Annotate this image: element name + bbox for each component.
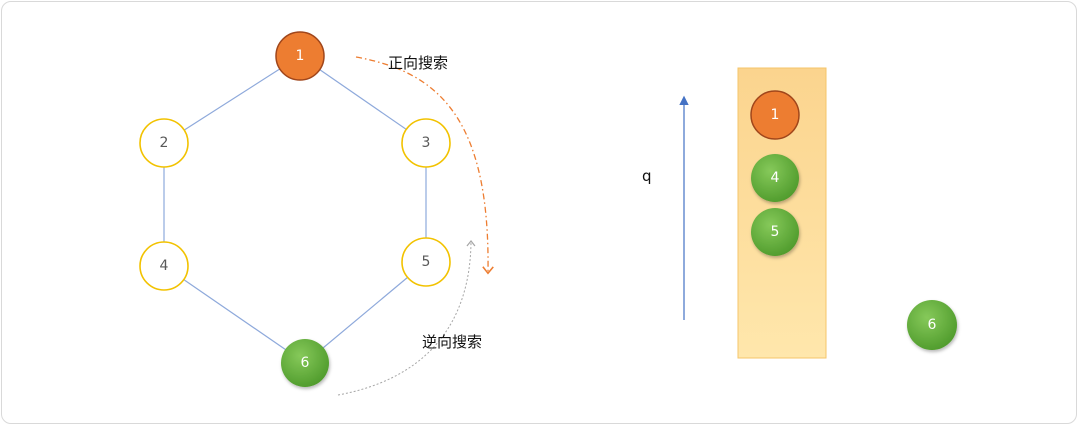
queue-item-5-label: 5 bbox=[771, 224, 780, 240]
outside-node-6-label: 6 bbox=[928, 317, 937, 333]
graph-node-2: 2 bbox=[139, 118, 189, 168]
queue-item-5-circle bbox=[751, 208, 799, 256]
graph-node-1-circle bbox=[275, 31, 325, 81]
outside-node-6: 6 bbox=[907, 300, 957, 350]
queue-item-4-label: 4 bbox=[771, 170, 780, 186]
graph-node-6-label: 6 bbox=[301, 355, 310, 371]
graph-node-6-circle bbox=[281, 339, 329, 387]
graph-node-5-label: 5 bbox=[422, 254, 431, 270]
queue-item-1: 1 bbox=[750, 90, 800, 140]
graph-node-1-label: 1 bbox=[296, 48, 305, 64]
graph-node-1: 1 bbox=[275, 31, 325, 81]
queue-item-5: 5 bbox=[751, 208, 799, 256]
queue-item-4-circle bbox=[751, 154, 799, 202]
outside-node-6-circle bbox=[907, 300, 957, 350]
forward-search-arrow bbox=[355, 56, 494, 275]
edge-1-2 bbox=[163, 55, 301, 144]
edge-5-6 bbox=[304, 261, 427, 364]
graph-node-2-label: 2 bbox=[160, 135, 169, 151]
queue-item-1-label: 1 bbox=[771, 107, 780, 123]
graph-node-4-circle bbox=[139, 241, 189, 291]
graph-node-6: 6 bbox=[281, 339, 329, 387]
graph-node-5: 5 bbox=[401, 237, 451, 287]
graph-node-3-label: 3 bbox=[422, 135, 431, 151]
edge-1-3 bbox=[299, 55, 427, 144]
forward-search-label: 正向搜索 bbox=[388, 54, 448, 72]
graph-node-4: 4 bbox=[139, 241, 189, 291]
graph-nodes: 1 2 3 4 5 6 bbox=[139, 31, 451, 387]
queue-item-4: 4 bbox=[751, 154, 799, 202]
graph-node-3: 3 bbox=[401, 118, 451, 168]
queue-item-1-circle bbox=[750, 90, 800, 140]
graph-node-4-label: 4 bbox=[160, 258, 169, 274]
graph-node-3-circle bbox=[401, 118, 451, 168]
queue-outside-item: 6 bbox=[907, 300, 957, 350]
queue-items: 1 4 5 bbox=[750, 90, 800, 256]
graph-node-5-circle bbox=[401, 237, 451, 287]
graph-edges bbox=[163, 55, 427, 364]
graph-node-2-circle bbox=[139, 118, 189, 168]
queue-label: q bbox=[642, 167, 652, 185]
edge-4-6 bbox=[163, 265, 306, 364]
backward-search-label: 逆向搜索 bbox=[422, 333, 482, 351]
